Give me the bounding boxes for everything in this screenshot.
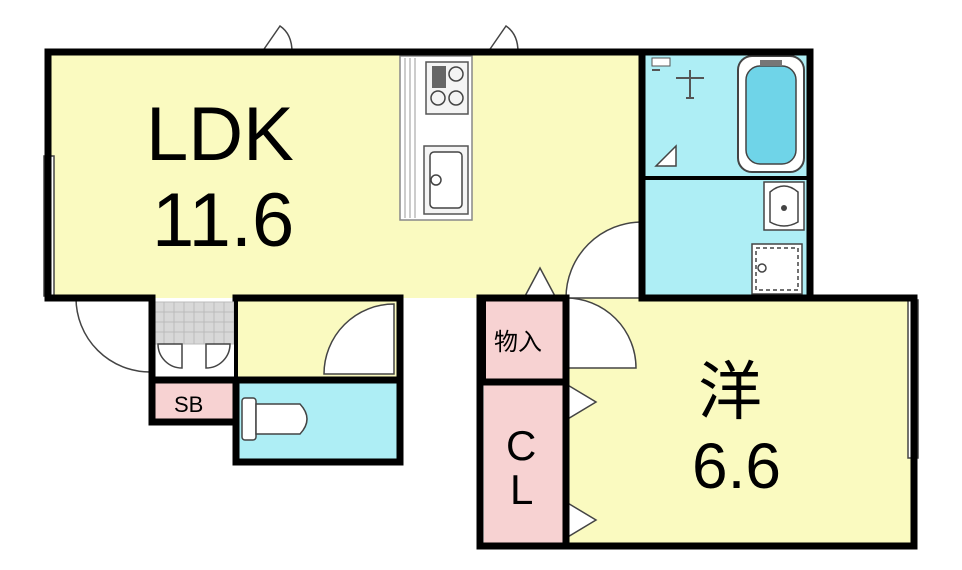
basin-icon bbox=[763, 181, 805, 231]
stove-icon bbox=[425, 61, 469, 115]
washing-machine-pan-icon bbox=[751, 243, 803, 295]
sink-icon bbox=[423, 145, 469, 215]
shower-faucet-icon bbox=[651, 57, 704, 99]
western-label: 洋 bbox=[698, 356, 762, 428]
closet-label-c: C bbox=[506, 422, 536, 469]
walls bbox=[44, 48, 918, 550]
thin-walls bbox=[234, 176, 810, 382]
closet-floor bbox=[484, 382, 566, 546]
shoebox-floor bbox=[152, 380, 236, 422]
door-swings bbox=[75, 24, 677, 540]
western-size: 6.6 bbox=[692, 430, 781, 502]
ldk-size: 11.6 bbox=[152, 178, 294, 263]
storage-label: 物入 bbox=[494, 329, 542, 356]
ldk-label: LDK bbox=[146, 92, 294, 177]
kitchen-counter bbox=[399, 55, 473, 221]
shoebox-label: SB bbox=[174, 392, 203, 417]
storage-floor bbox=[484, 298, 566, 382]
closet-label-l: L bbox=[510, 466, 533, 513]
bathtub-icon bbox=[737, 55, 805, 173]
ldk-floor bbox=[48, 52, 642, 298]
entrance-tile bbox=[153, 301, 235, 345]
toilet-icon bbox=[241, 397, 308, 441]
